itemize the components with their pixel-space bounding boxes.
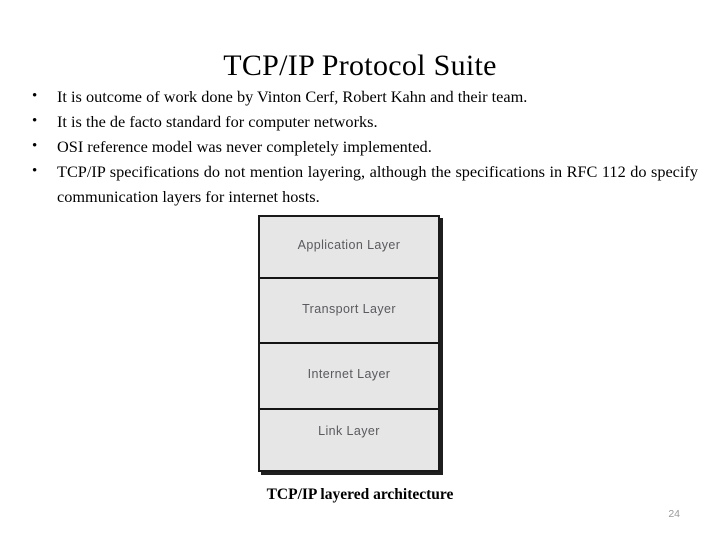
list-item-text: It is the de facto standard for computer… [57,112,378,131]
page-number: 24 [668,508,680,520]
bullet-marker-icon: • [32,88,38,104]
list-item: • OSI reference model was never complete… [22,134,698,159]
layer-label: Link Layer [318,424,380,438]
tcpip-layer-diagram: Application Layer Transport Layer Intern… [258,215,440,472]
bullet-marker-icon: • [32,163,38,179]
list-item-text: It is outcome of work done by Vinton Cer… [57,87,528,106]
layer-label: Transport Layer [302,301,396,316]
bullet-list: • It is outcome of work done by Vinton C… [22,84,698,209]
page-title: TCP/IP Protocol Suite [223,49,497,83]
bullet-marker-icon: • [32,113,38,129]
layer-label: Internet Layer [307,367,391,381]
layer-box-application: Application Layer [260,217,438,279]
list-item: • It is the de facto standard for comput… [22,109,698,134]
list-item-text: TCP/IP specifications do not mention lay… [57,162,698,206]
layer-box-internet: Internet Layer [260,344,438,410]
list-item-text: OSI reference model was never completely… [57,137,432,156]
list-item: • TCP/IP specifications do not mention l… [22,159,698,209]
layer-box-transport: Transport Layer [260,279,438,344]
bullet-marker-icon: • [32,138,38,154]
list-item: • It is outcome of work done by Vinton C… [22,84,698,109]
diagram-caption: TCP/IP layered architecture [266,486,454,503]
layer-label: Application Layer [297,238,401,252]
layer-box-link: Link Layer [260,410,438,470]
